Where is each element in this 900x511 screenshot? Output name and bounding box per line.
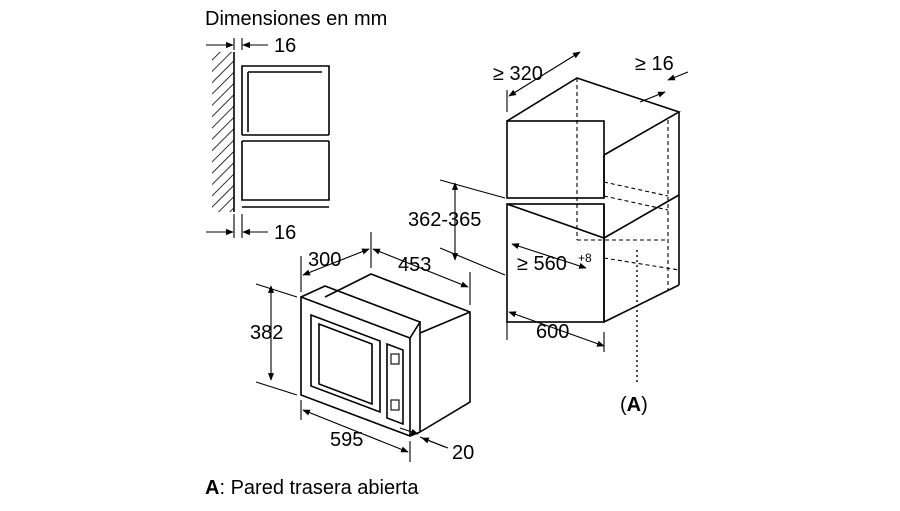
oven-body-front-edge <box>419 311 471 334</box>
page-title: Dimensiones en mm <box>205 8 387 30</box>
niche-height-label: 362-365 <box>408 209 481 231</box>
oven-button <box>390 399 400 411</box>
cabinet-isometric: ≥ 320 ≥ 16 362-365 ≥ 560 +8 600 (A) <box>408 51 689 416</box>
legend-text: : Pared trasera abierta <box>219 477 419 499</box>
callout-close-paren: ) <box>641 394 648 416</box>
oven-isometric: 300 453 382 595 20 <box>250 232 474 464</box>
oven-height-label: 382 <box>250 322 283 344</box>
upper-cabinet <box>241 65 330 135</box>
height-ext-top <box>439 179 506 199</box>
oven-height-ext-bottom <box>255 381 298 396</box>
oven-frame-top <box>300 285 422 339</box>
bottom-gap-label: 16 <box>274 222 296 244</box>
legend: A: Pared trasera abierta <box>205 477 419 499</box>
oven-depth-dim <box>302 248 370 276</box>
cabinet-gap-label: ≥ 16 <box>635 53 674 75</box>
oven-depth-label: 300 <box>308 249 341 271</box>
hidden-line-3 <box>603 257 680 271</box>
callout-open-paren: ( <box>620 394 627 416</box>
oven-body-width-label: 453 <box>398 254 431 276</box>
frame-arrow-2 <box>421 437 449 449</box>
cabinet-mid-edge <box>603 194 680 239</box>
callout-marker: (A) <box>620 394 648 416</box>
cabinet-gap-arrow-1 <box>639 91 666 103</box>
cabinet-gap-arrow-2 <box>667 71 689 81</box>
oven-door-window <box>318 322 373 406</box>
niche-top-diag <box>506 203 605 239</box>
hidden-line-2 <box>603 195 669 211</box>
cabinet-bottom-right <box>603 284 680 323</box>
niche-width-tolerance: +8 <box>578 251 592 265</box>
wall-hatching <box>212 52 234 212</box>
cabinet-width-label: 600 <box>536 321 569 343</box>
hidden-line-1 <box>603 181 669 197</box>
niche-width-dim <box>511 243 587 269</box>
frame-arrow-1 <box>399 427 419 435</box>
side-section-view: 16 16 <box>206 35 330 244</box>
legend-key: A <box>205 477 219 499</box>
oven-body-width-dim <box>372 248 469 288</box>
height-ext-bottom <box>439 247 506 276</box>
top-gap-label: 16 <box>274 35 296 57</box>
cabinet-front-upper <box>506 120 605 199</box>
callout-letter: A <box>627 394 641 416</box>
oven-door-outer <box>310 313 381 414</box>
cabinet-depth-label: ≥ 320 <box>493 63 543 85</box>
oven-width-dim <box>302 409 409 453</box>
cabinet-depth-dim <box>508 51 581 97</box>
oven-width-label: 595 <box>330 429 363 451</box>
lower-cabinet <box>241 141 330 201</box>
cabinet-width-dim <box>508 311 605 347</box>
oven-height-ext-top <box>255 283 298 298</box>
niche-width-label: ≥ 560 <box>517 253 567 275</box>
frame-depth-label: 20 <box>452 442 474 464</box>
oven-body-top <box>324 273 471 433</box>
oven-display <box>390 353 400 365</box>
cabinet-top-face <box>506 77 681 156</box>
oven-control-panel <box>386 342 404 426</box>
